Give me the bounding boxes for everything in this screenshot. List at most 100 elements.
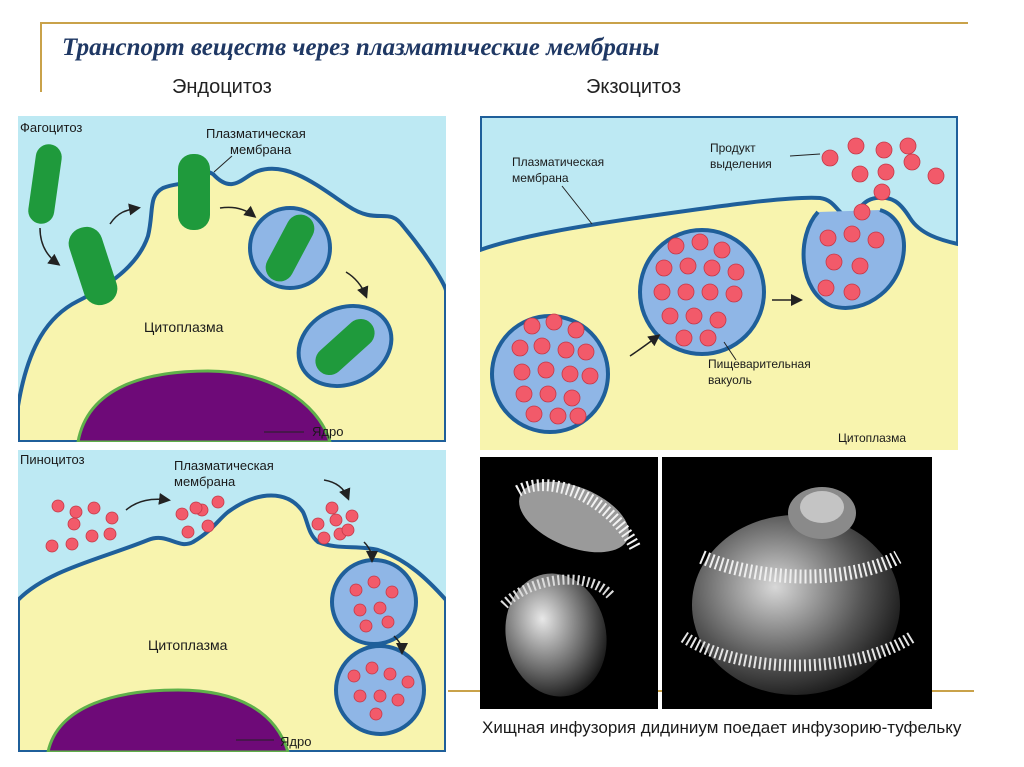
droplet-near-membrane — [189, 501, 203, 515]
droplet-invaginating — [341, 523, 355, 537]
particle-vacuole-1 — [513, 363, 531, 381]
droplet-vesicle-2 — [391, 693, 405, 707]
endocytosis-heading: Эндоцитоз — [172, 76, 272, 98]
particle-vacuole-2 — [703, 259, 721, 277]
particle-vacuole-1 — [569, 407, 587, 425]
droplet-outside — [69, 505, 83, 519]
particle-vacuole-2 — [709, 311, 727, 329]
particle-vacuole-2 — [677, 283, 695, 301]
cytoplasm-label: Цитоплазма — [148, 637, 228, 653]
particle-vacuole-1 — [523, 317, 541, 335]
product-label-line1: Продукт — [710, 141, 756, 155]
arrow-4 — [393, 635, 408, 655]
micrograph-caption: Хищная инфузория дидиниум поедает инфузо… — [482, 718, 962, 737]
droplet-vesicle-2 — [365, 661, 379, 675]
particle-secreted — [873, 183, 891, 201]
droplet-group — [45, 495, 415, 721]
particle-secreted — [927, 167, 945, 185]
droplet-outside — [85, 529, 99, 543]
extracellular-space — [480, 116, 958, 253]
particle-secreted — [899, 137, 917, 155]
arrow-3 — [363, 541, 378, 563]
secretion-particles — [511, 137, 945, 425]
droplet-vesicle-2 — [347, 669, 361, 683]
particle-vacuole-2 — [653, 283, 671, 301]
particle-vacuole-2 — [685, 307, 703, 325]
droplet-outside — [65, 537, 79, 551]
exocytosis-diagram: Плазматическая мембрана Продукт выделени… — [480, 116, 958, 450]
particle-secreted — [821, 149, 839, 167]
membrane-pointer — [213, 155, 233, 173]
droplet-near-membrane — [211, 495, 225, 509]
exocytosis-panel: Плазматическая мембрана Продукт выделени… — [480, 116, 958, 450]
micrograph-left-image — [480, 457, 658, 709]
nucleus-label: Ядро — [312, 424, 343, 439]
droplet-outside — [105, 511, 119, 525]
membrane-label-line2: мембрана — [512, 171, 569, 185]
particle-vacuole-2 — [655, 259, 673, 277]
arrow-2 — [323, 479, 351, 501]
arrow-2 — [109, 203, 141, 225]
particle-vacuole-2 — [691, 233, 709, 251]
bacterium-in-phagosome — [265, 214, 315, 282]
membrane-label-line1: Плазматическая — [174, 458, 274, 473]
micrograph-didinium-right — [662, 457, 932, 709]
droplet-vesicle-1 — [381, 615, 395, 629]
particle-vacuole-1 — [561, 365, 579, 383]
particle-vacuole-2 — [701, 283, 719, 301]
particle-vacuole-1 — [545, 313, 563, 331]
arrow-3 — [219, 205, 257, 218]
arrow-1 — [125, 492, 171, 511]
droplet-invaginating — [345, 509, 359, 523]
micrograph-didinium-left — [480, 457, 658, 709]
particle-vacuole-2 — [727, 263, 745, 281]
droplet-vesicle-2 — [383, 667, 397, 681]
particle-vacuole-2 — [661, 307, 679, 325]
droplet-near-membrane — [175, 507, 189, 521]
particle-vacuole-1 — [557, 341, 575, 359]
droplet-vesicle-2 — [369, 707, 383, 721]
membrane-pointer — [561, 185, 593, 225]
particle-vacuole-1 — [515, 385, 533, 403]
droplet-invaginating — [317, 531, 331, 545]
droplet-vesicle-1 — [353, 603, 367, 617]
pinocytic-vesicle-1 — [330, 558, 418, 646]
droplet-vesicle-2 — [353, 689, 367, 703]
vacuole-label-line2: вакуоль — [708, 373, 752, 387]
particle-secreted — [903, 153, 921, 171]
particle-vacuole-2 — [675, 329, 693, 347]
droplet-invaginating — [325, 501, 339, 515]
arrow-4 — [345, 271, 369, 299]
exocytosis-heading: Экзоцитоз — [586, 76, 682, 98]
droplet-vesicle-1 — [349, 583, 363, 597]
slide-title: Транспорт веществ через плазматические м… — [62, 34, 660, 61]
droplet-vesicle-1 — [359, 619, 373, 633]
cytoplasm-label: Цитоплазма — [838, 431, 906, 445]
droplet-near-membrane — [201, 519, 215, 533]
particle-vacuole-2 — [699, 329, 717, 347]
pinocytosis-label: Пиноцитоз — [20, 452, 85, 467]
product-label-line2: выделения — [710, 157, 772, 171]
phagocytosis-diagram: Фагоцитоз Плазматическая мембрана Цитопл… — [18, 116, 446, 442]
particle-vacuole-1 — [537, 361, 555, 379]
cytoplasm-label: Цитоплазма — [144, 319, 224, 335]
particle-fusing-vacuole — [843, 283, 861, 301]
particle-secreted — [851, 165, 869, 183]
membrane-label-line1: Плазматическая — [206, 126, 306, 141]
particle-fusing-vacuole — [825, 253, 843, 271]
arrow-1 — [39, 227, 61, 266]
particle-secreted — [877, 163, 895, 181]
droplet-vesicle-2 — [401, 675, 415, 689]
particle-vacuole-1 — [567, 321, 585, 339]
droplet-outside — [67, 517, 81, 531]
phagocytosis-panel: Фагоцитоз Плазматическая мембрана Цитопл… — [18, 116, 446, 442]
membrane-label-line2: мембрана — [174, 474, 236, 489]
particle-vacuole-1 — [577, 343, 595, 361]
bacterium-approaching — [68, 226, 118, 306]
bacterium-outside — [28, 144, 62, 224]
particle-vacuole-1 — [549, 407, 567, 425]
droplet-vesicle-2 — [373, 689, 387, 703]
particle-vacuole-1 — [511, 339, 529, 357]
particle-fusing-vacuole — [817, 279, 835, 297]
particle-vacuole-1 — [539, 385, 557, 403]
